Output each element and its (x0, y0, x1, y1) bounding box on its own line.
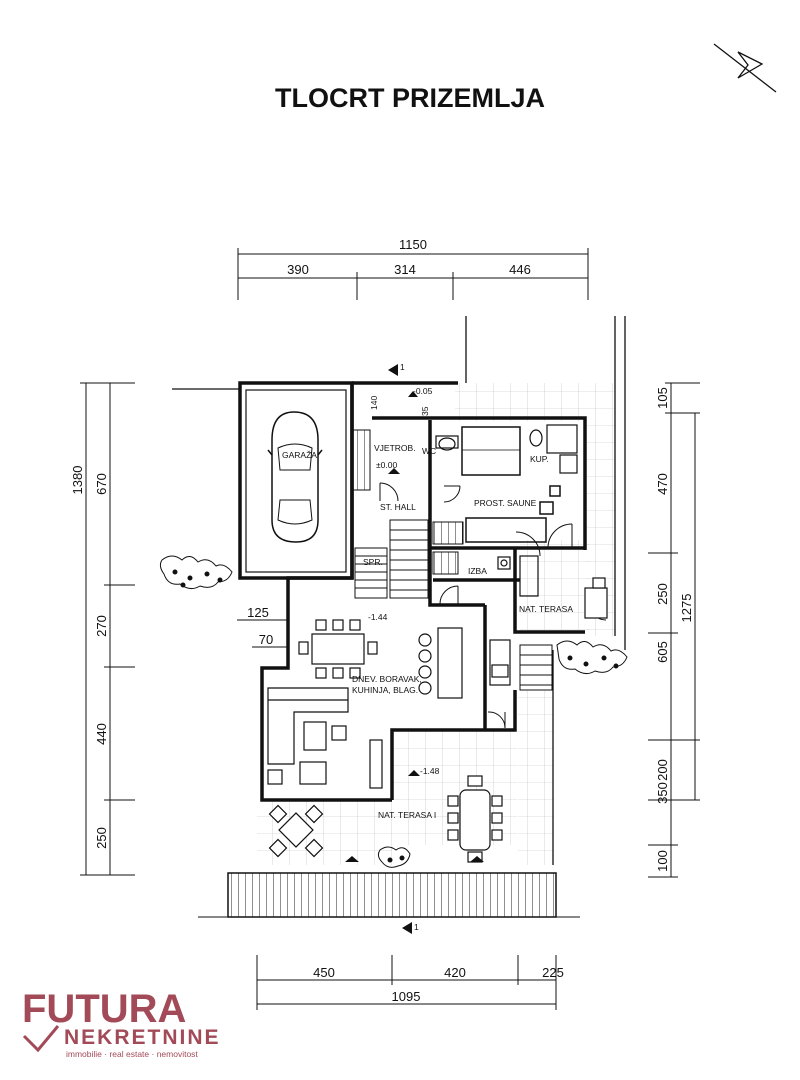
wooden-deck (227, 872, 557, 918)
room-label-closet: IZBA (468, 566, 487, 576)
dim-left-4: 250 (94, 827, 109, 849)
level-living: -1.44 (368, 612, 388, 622)
room-label-wc: WC (422, 446, 436, 456)
room-label-living-2: KUHINJA, BLAG. (352, 685, 418, 695)
boundary-lines (172, 316, 626, 865)
dim-left-inner-1: 125 (247, 605, 269, 620)
dim-top-1: 390 (287, 262, 309, 277)
dim-bottom-3: 225 (542, 965, 564, 980)
dim-top-2: 314 (394, 262, 416, 277)
sauna-bench (461, 426, 561, 543)
bathroom-fixtures (435, 424, 578, 686)
bottom-dimension-lines (256, 955, 557, 1010)
dim-left-2: 270 (94, 615, 109, 637)
dim-right-2: 470 (655, 473, 670, 495)
dim-inner-140: 140 (369, 396, 379, 410)
dim-right-4: 605 (655, 641, 670, 663)
dim-right-5: 200 (655, 759, 670, 781)
logo-main-text: FUTURA (22, 987, 186, 1031)
right-dimension-lines (648, 382, 700, 878)
exterior-walls (238, 381, 587, 802)
dim-bottom-2: 420 (444, 965, 466, 980)
car-icon (267, 411, 323, 543)
section-marker-top (388, 364, 398, 376)
room-label-garage: GARAŽA (282, 450, 317, 460)
dim-top-total: 1150 (399, 237, 427, 252)
dim-bottom-total: 1095 (392, 989, 421, 1004)
room-label-main-terrace: NAT. TERASA I (378, 810, 436, 820)
sofa-set (267, 687, 383, 789)
dim-bottom-1: 450 (313, 965, 335, 980)
dim-left-1: 670 (94, 473, 109, 495)
section-label-bottom: 1 (414, 922, 419, 932)
dim-right-3: 250 (655, 583, 670, 605)
dim-left-inner-2: 70 (259, 632, 273, 647)
dim-top-3: 446 (509, 262, 531, 277)
logo-tagline: immobilie · real estate · nemovitost (66, 1049, 198, 1059)
dim-right-7: 100 (655, 850, 670, 872)
room-label-storage: SPR. (363, 557, 383, 567)
level-entry: -0.05 (413, 386, 433, 396)
dim-right-6: 350 (655, 782, 670, 804)
room-label-shower: KUP. (530, 454, 549, 464)
level-terrace: -1.48 (420, 766, 440, 776)
logo-emblem-icon (22, 1025, 60, 1053)
left-dimension-lines (80, 382, 288, 876)
terrace-dining-table (447, 775, 503, 863)
dim-right-total: 1275 (679, 594, 694, 623)
plan-title: TLOCRT PRIZEMLJA (275, 83, 545, 113)
room-label-vestibule: VJETROB. (374, 443, 416, 453)
room-label-living-1: DNEV. BORAVAK, (352, 674, 422, 684)
level-marker-icons (345, 391, 484, 862)
kitchen-island (418, 627, 463, 699)
dim-left-3: 440 (94, 723, 109, 745)
staircase (351, 429, 553, 691)
dim-left-total: 1380 (70, 466, 85, 495)
dim-right-1: 105 (655, 387, 670, 409)
top-dimension-lines (237, 248, 589, 300)
covered-terrace-chairs (584, 577, 608, 619)
terrace-lounge-set (268, 804, 324, 858)
dim-inner-35: 35 (420, 406, 430, 416)
north-arrow-icon (713, 43, 777, 93)
level-vestibule: ±0.00 (376, 460, 397, 470)
logo: FUTURA NEKRETNINE immobilie · real estat… (22, 987, 221, 1059)
section-marker-bottom (402, 922, 412, 934)
section-label-top: 1 (400, 362, 405, 372)
room-label-covered-terrace: NAT. TERASA (519, 604, 573, 614)
hedge-plants-icon (159, 555, 628, 868)
room-label-sauna: PROST. SAUNE (474, 498, 537, 508)
door-swings (379, 482, 607, 729)
room-label-hall: ST. HALL (380, 502, 416, 512)
logo-sub-text: NEKRETNINE (64, 1026, 221, 1049)
dining-table-inside (298, 619, 378, 679)
